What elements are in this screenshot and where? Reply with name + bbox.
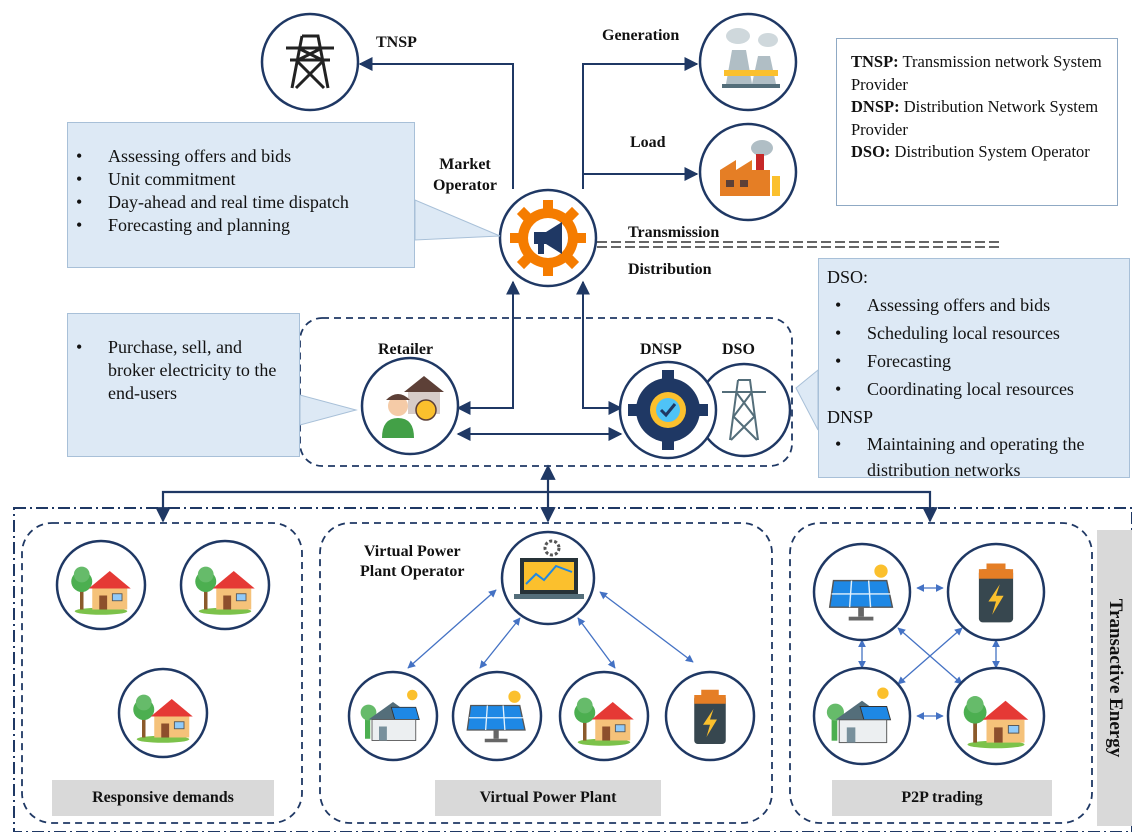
dso-task-item: Assessing offers and bids [827, 291, 1125, 319]
generation-label: Generation [602, 27, 680, 44]
market-operator-node [498, 188, 598, 288]
transmission-label: Transmission [628, 224, 720, 241]
mo-task-item: Assessing offers and bids [68, 145, 414, 168]
dso-task-item: Coordinating local resources [827, 375, 1125, 403]
mo-task-item: Day-ahead and real time dispatch [68, 191, 414, 214]
generation-node [698, 12, 798, 112]
vpp-arrow-1 [407, 589, 497, 669]
legend-item-dnsp: DNSP: Distribution Network System Provid… [851, 97, 1099, 139]
p2p-house-solar [812, 666, 912, 766]
abbreviation-legend: TNSP: Transmission network System Provid… [836, 38, 1118, 206]
tnsp-node [260, 12, 360, 112]
mo-callout-pointer [414, 199, 501, 241]
retailer-icon [382, 376, 444, 438]
vpp-arrow-3 [577, 617, 616, 669]
arrow-mo-tnsp [358, 57, 514, 189]
p2p-house [946, 666, 1046, 766]
battery-icon [978, 563, 1014, 623]
retailer-callout-pointer [299, 394, 358, 426]
arrow-mo-generation [582, 57, 699, 189]
dso-task-item: Forecasting [827, 347, 1125, 375]
responsive-house-2 [179, 539, 271, 631]
dso-dnsp-callout: DSO: Assessing offers and bids Schedulin… [818, 258, 1130, 480]
retailer-callout: Purchase, sell, and broker electricity t… [67, 313, 300, 457]
arrow-to-responsive [155, 490, 548, 523]
vpp-arrow-4 [599, 591, 694, 663]
dso-callout-pointer [795, 368, 819, 431]
mo-task-item: Forecasting and planning [68, 214, 414, 237]
pylon-icon [722, 379, 766, 441]
power-plant-icon [722, 28, 780, 88]
dso-label: DSO [722, 341, 755, 358]
battery-icon [694, 689, 726, 744]
responsive-demands-label: Responsive demands [52, 780, 274, 816]
p2p-battery [946, 542, 1046, 642]
dnsp-heading: DNSP [827, 407, 874, 427]
market-operator-label: Market Operator [433, 156, 497, 194]
arrow-to-p2p [548, 490, 938, 523]
load-node [698, 122, 798, 222]
transactive-energy-banner: Transactive Energy [1097, 530, 1132, 826]
laptop-chart-icon [514, 539, 584, 599]
p2p-solar [812, 542, 912, 642]
vpp-battery [664, 670, 756, 762]
distribution-label: Distribution [628, 261, 712, 278]
vpp-operator-label: Virtual Power Plant Operator [360, 543, 465, 580]
p2p-arrow-6 [897, 627, 963, 685]
legend-item-dso: DSO: Distribution System Operator [851, 142, 1090, 161]
arrow-mo-retailer [456, 280, 520, 415]
market-operator-callout: Assessing offers and bids Unit commitmen… [67, 122, 415, 268]
mo-task-item: Unit commitment [68, 168, 414, 191]
panel-p2p [789, 522, 1093, 824]
arrow-mo-dnsp [576, 280, 623, 415]
responsive-house-3 [117, 667, 209, 759]
retailer-node [360, 356, 460, 456]
dnsp-node [618, 360, 718, 460]
p2p-trading-label: P2P trading [832, 780, 1052, 816]
retailer-label: Retailer [378, 341, 434, 358]
retailer-task-item: Purchase, sell, and broker electricity t… [68, 336, 289, 405]
transmission-tower-icon [286, 34, 334, 90]
gear-megaphone-icon [510, 200, 586, 276]
panel-responsive [21, 522, 303, 824]
tnsp-label: TNSP [376, 34, 417, 51]
vpp-solar [451, 670, 543, 762]
dnsp-task-item: Maintaining and operating the distributi… [827, 431, 1125, 483]
factory-icon [720, 140, 780, 196]
dnsp-label: DNSP [640, 341, 682, 358]
transactive-frame [13, 507, 1132, 832]
legend-item-tnsp: TNSP: Transmission network System Provid… [851, 52, 1102, 94]
vpp-house [558, 670, 650, 762]
dso-task-item: Scheduling local resources [827, 319, 1125, 347]
panel-vpp [319, 522, 773, 824]
responsive-house-1 [55, 539, 147, 631]
transactive-energy-label: Transactive Energy [1104, 598, 1126, 758]
gear-check-icon [628, 370, 708, 450]
load-label: Load [630, 134, 666, 151]
vpp-operator-node [500, 530, 596, 626]
vpp-arrow-2 [479, 617, 521, 669]
vpp-house-solar [347, 670, 439, 762]
virtual-power-plant-label: Virtual Power Plant [435, 780, 661, 816]
dso-heading: DSO: [827, 267, 869, 287]
